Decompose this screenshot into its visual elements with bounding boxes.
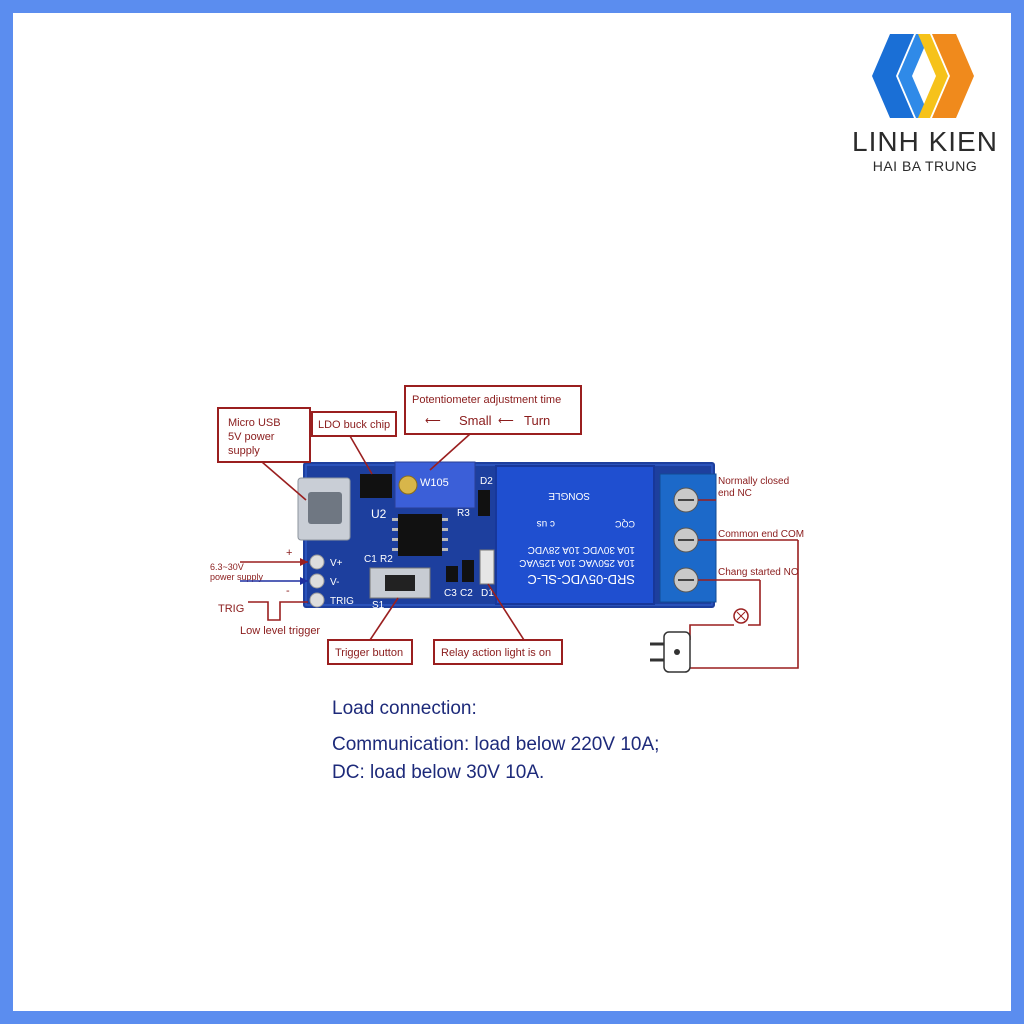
- label-d1: D1: [481, 588, 494, 599]
- callout-no: Chang started NO: [718, 567, 799, 578]
- callout-ldo: LDO buck chip: [318, 419, 390, 431]
- label-c2: C2: [460, 588, 473, 599]
- relay-cqc: CQC: [615, 519, 636, 529]
- callout-potentiometer: Potentiometer adjustment time: [412, 394, 561, 406]
- brand-subtitle: HAI BA TRUNG: [872, 158, 978, 174]
- brand-logo: LINH KIEN HAI BA TRUNG: [840, 30, 1010, 180]
- caption-title: Load connection:: [332, 698, 477, 719]
- trigger-button: [369, 567, 431, 599]
- brand-name: LINH KIEN: [852, 126, 998, 157]
- callout-small: Small: [459, 413, 492, 428]
- callout-turn: Turn: [524, 413, 550, 428]
- caption-ac-load: Communication: load below 220V 10A;: [332, 734, 660, 755]
- callout-micro-usb-1: Micro USB: [228, 417, 281, 429]
- relay-brand: SONGLE: [548, 490, 590, 501]
- relay-model: SRD-05VDC-SL-C: [527, 572, 635, 587]
- callout-trig: TRIG: [218, 603, 244, 615]
- pin-vminus: V-: [330, 577, 339, 588]
- pin-vplus: V+: [330, 558, 343, 569]
- timer-ic: [398, 514, 442, 556]
- callout-micro-usb-3: supply: [228, 445, 260, 457]
- label-r2: R2: [380, 554, 393, 565]
- callout-low-level: Low level trigger: [240, 625, 320, 637]
- label-r3: R3: [457, 508, 470, 519]
- relay-ul: c us: [537, 518, 555, 529]
- callout-relay-light: Relay action light is on: [441, 647, 551, 659]
- ldo-chip: [360, 474, 392, 498]
- callout-trigger-button: Trigger button: [335, 647, 403, 659]
- callout-power-2: power supply: [210, 572, 264, 582]
- callout-minus: -: [286, 585, 290, 597]
- svg-text:⟵: ⟵: [498, 415, 514, 427]
- callout-nc-1: Normally closed: [718, 476, 789, 487]
- relay-rating-ac: 10A 250VAC 10A 125VAC: [519, 557, 635, 568]
- callout-micro-usb-2: 5V power: [228, 431, 275, 443]
- relay: [495, 465, 655, 605]
- relay-rating-dc: 10A 30VDC 10A 28VDC: [528, 544, 635, 555]
- callout-com: Common end COM: [718, 529, 804, 540]
- pin-trig: TRIG: [330, 596, 354, 607]
- label-c1: C1: [364, 554, 377, 565]
- plug-icon: [650, 631, 691, 673]
- caption-dc-load: DC: load below 30V 10A.: [332, 762, 545, 783]
- label-d2: D2: [480, 476, 493, 487]
- label-s1: S1: [372, 600, 385, 611]
- callout-plus: +: [286, 547, 292, 559]
- callout-nc-2: end NC: [718, 488, 752, 499]
- pot-code: W105: [420, 477, 449, 489]
- callout-power-1: 6.3~30V: [210, 562, 244, 572]
- hexagon-logo-icon: [872, 34, 974, 118]
- label-u2: U2: [371, 507, 387, 521]
- svg-text:⟵: ⟵: [425, 415, 441, 427]
- label-c3: C3: [444, 588, 457, 599]
